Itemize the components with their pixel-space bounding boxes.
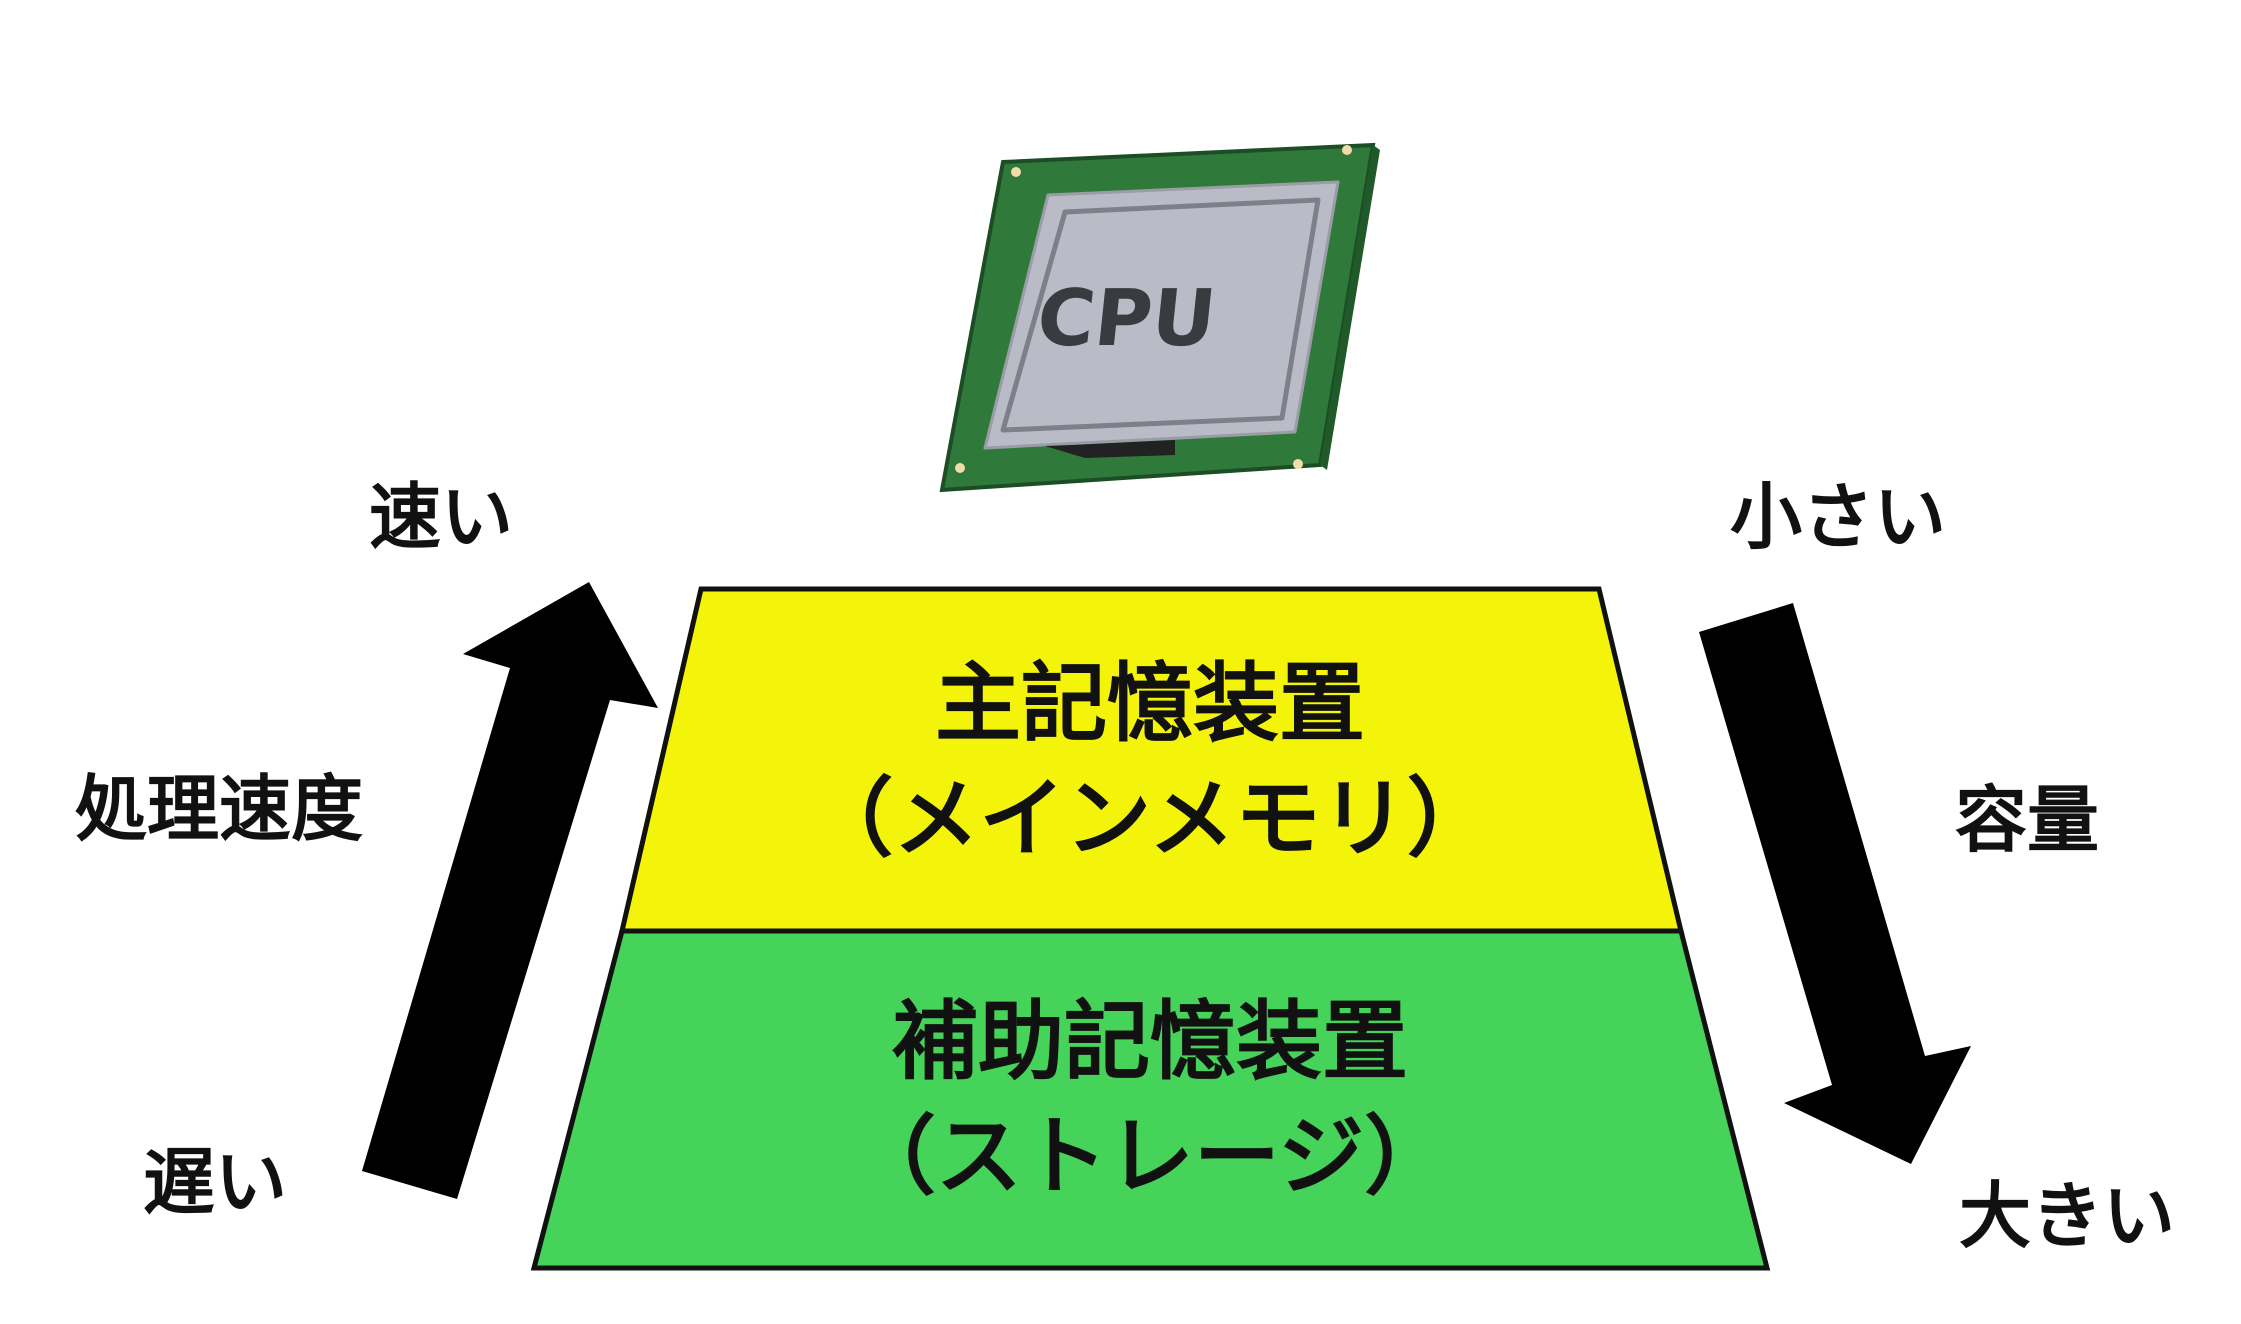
capacity-axis-label: 容量 (1954, 778, 2100, 862)
speed-slow-label: 遅い (142, 1140, 288, 1224)
cpu-icon: CPU (939, 142, 1380, 493)
main-memory-subtitle: （メインメモリ） (807, 769, 1493, 869)
cpu-label: CPU (1033, 273, 1220, 364)
capacity-down-arrow-icon (1699, 603, 1971, 1164)
storage-subtitle: （ストレージ） (849, 1107, 1451, 1207)
main-memory-title: 主記憶装置 (935, 654, 1365, 754)
capacity-large-label: 大きい (1958, 1174, 2176, 1258)
storage-title: 補助記憶装置 (892, 992, 1408, 1092)
speed-up-arrow-icon (362, 582, 658, 1199)
speed-fast-label: 速い (368, 475, 514, 559)
storage-tier (530, 928, 1771, 1271)
speed-axis-label: 処理速度 (74, 767, 364, 851)
main-memory-tier (618, 586, 1685, 934)
capacity-small-label: 小さい (1729, 475, 1947, 559)
